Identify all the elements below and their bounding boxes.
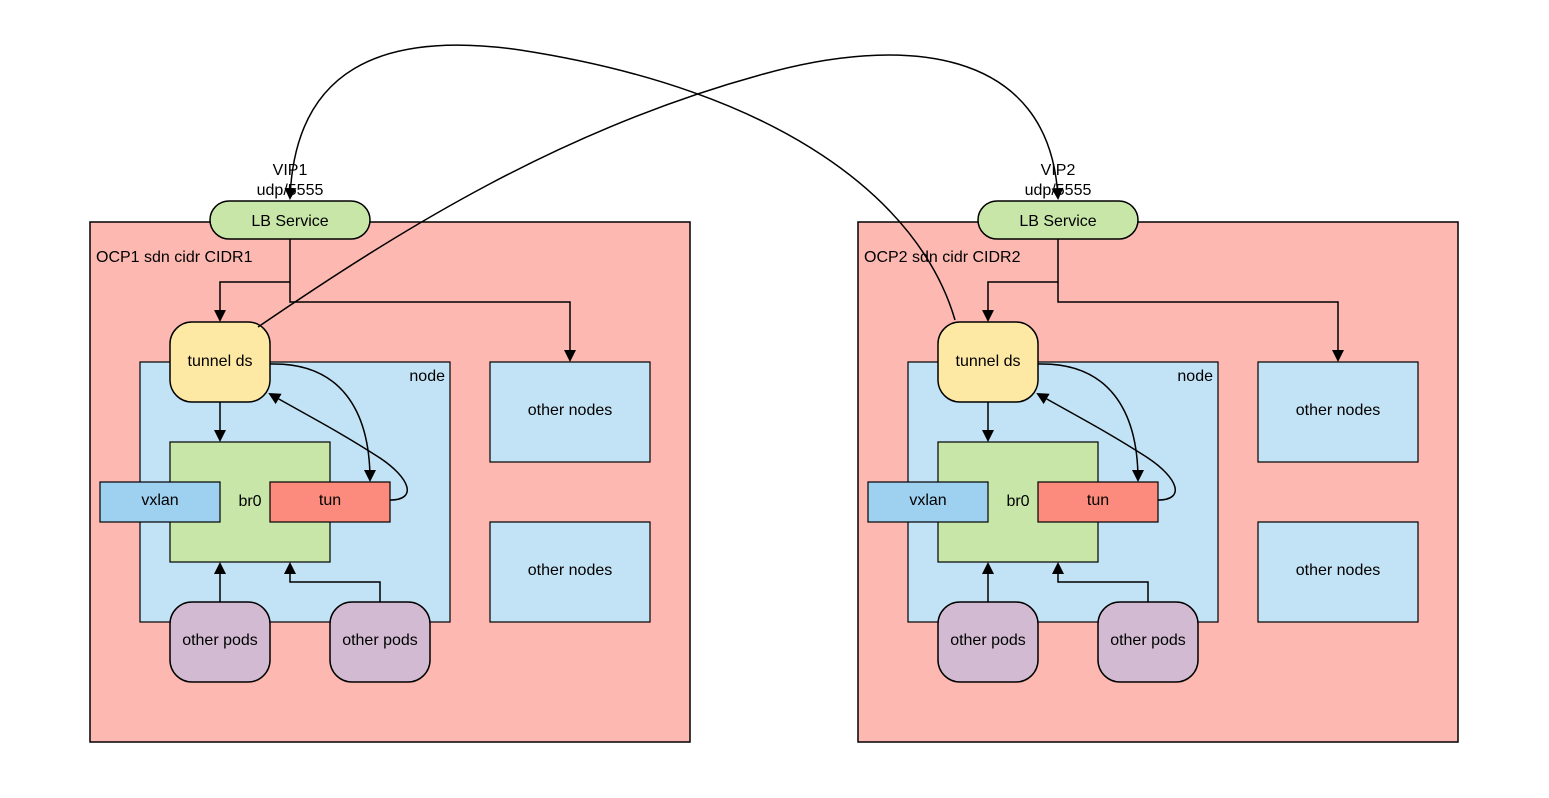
tun-box	[1037, 481, 1159, 523]
tun-label: tun	[319, 492, 341, 509]
cluster-ocp2-title: OCP2 sdn cidr CIDR2	[864, 249, 1021, 266]
node-label: node	[1177, 368, 1213, 385]
other-nodes-box	[489, 361, 651, 463]
cluster-ocp2: OCP2 sdn cidr CIDR2 node br0 vxlan tun t…	[857, 162, 1459, 743]
vxlan-box	[867, 481, 989, 523]
lb-service-label: LB Service	[251, 213, 328, 230]
tun-box	[269, 481, 391, 523]
tun-label: tun	[1087, 492, 1109, 509]
br0-label: br0	[238, 493, 261, 510]
other-pods-label: other pods	[1110, 632, 1186, 649]
node-label: node	[409, 368, 445, 385]
edge-pod-to-br0	[1052, 562, 1149, 602]
other-nodes-label: other nodes	[1296, 562, 1381, 579]
edge-tunnel-to-tun	[1037, 363, 1144, 482]
edge-tun-to-tunnel	[1036, 393, 1176, 501]
cluster-ocp1-title: OCP1 sdn cidr CIDR1	[96, 249, 253, 266]
other-nodes-box	[489, 521, 651, 623]
tunnel-ds-label: tunnel ds	[188, 353, 253, 370]
edge-tunnel-to-tun	[269, 363, 376, 482]
other-pods-label: other pods	[950, 632, 1026, 649]
vxlan-box	[99, 481, 221, 523]
other-nodes-label: other nodes	[528, 402, 613, 419]
edge-lb-to-other-nodes	[1057, 282, 1344, 362]
other-nodes-box	[1257, 521, 1419, 623]
edge-tun-to-tunnel	[268, 393, 408, 501]
edge-pod-to-br0	[284, 562, 381, 602]
other-pods-label: other pods	[182, 632, 258, 649]
vip-label: VIP1	[273, 162, 308, 179]
other-nodes-label: other nodes	[528, 562, 613, 579]
tunnel-ds-label: tunnel ds	[956, 353, 1021, 370]
other-pods-label: other pods	[342, 632, 418, 649]
vip-label: VIP2	[1041, 162, 1076, 179]
lb-service-label: LB Service	[1019, 213, 1096, 230]
edge-lb-to-other-nodes	[289, 282, 576, 362]
edge-lb-to-tunnel	[214, 239, 291, 322]
edge-tunnel1-to-vip2	[257, 54, 1064, 328]
other-nodes-box	[1257, 361, 1419, 463]
edge-tunnel2-to-vip1	[284, 44, 956, 321]
br0-label: br0	[1006, 493, 1029, 510]
vxlan-label: vxlan	[909, 492, 946, 509]
other-nodes-label: other nodes	[1296, 402, 1381, 419]
edge-lb-to-tunnel	[982, 239, 1059, 322]
cluster-ocp1: OCP1 sdn cidr CIDR1 node br0 vxlan tun t…	[89, 162, 691, 743]
vxlan-label: vxlan	[141, 492, 178, 509]
